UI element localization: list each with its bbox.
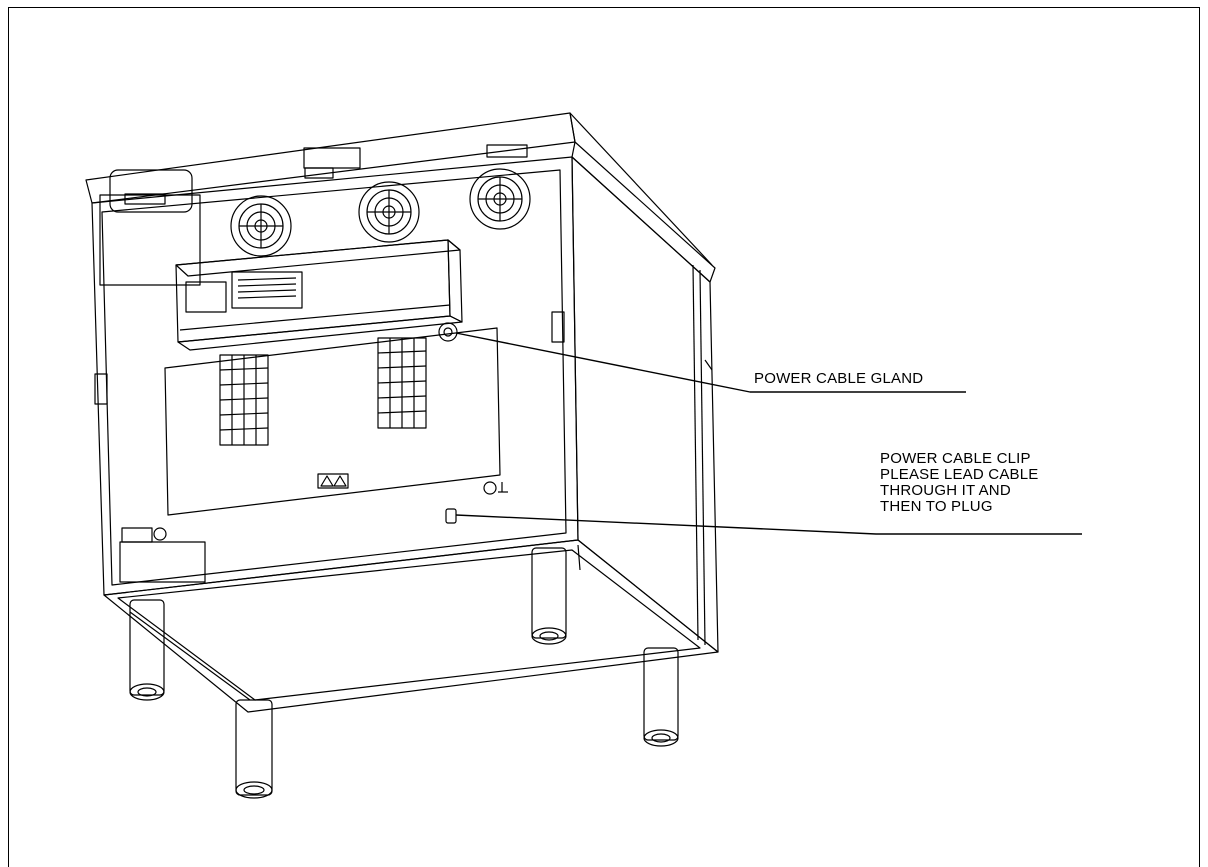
- base-frame: [103, 539, 719, 713]
- callout-clip-line-3: THROUGH IT AND: [880, 482, 1011, 499]
- leader-line-clip: [455, 514, 1082, 535]
- warning-label-icon: [94, 311, 565, 405]
- callout-gland-text: POWER CABLE GLAND: [754, 370, 924, 387]
- callout-clip-line-4: THEN TO PLUG: [880, 498, 993, 515]
- callout-power-cable-clip: POWER CABLE CLIP PLEASE LEAD CABLE THROU…: [880, 451, 1038, 515]
- adjustable-leg-icon: [235, 699, 273, 799]
- vent-panel: [164, 327, 501, 516]
- adjustable-leg-icon: [531, 547, 567, 645]
- adjustable-leg-icon: [643, 647, 679, 747]
- ground-symbol-icon: [483, 481, 508, 495]
- switch-panel: [119, 527, 206, 583]
- callout-clip-line-2: PLEASE LEAD CABLE: [880, 466, 1039, 483]
- power-cable-clip: [445, 508, 457, 524]
- drawing-frame: [8, 7, 1200, 867]
- power-cable-gland: [438, 322, 458, 342]
- warning-label-icon: [317, 473, 349, 489]
- callout-power-cable-gland: POWER CABLE GLAND: [754, 371, 923, 387]
- fan-icon: [358, 181, 420, 243]
- callout-clip-line-1: POWER CABLE CLIP: [880, 450, 1031, 467]
- right-side-panel: [571, 156, 719, 653]
- electrical-box: [175, 239, 463, 351]
- top-cover: [85, 112, 716, 283]
- fan-icon: [230, 195, 292, 257]
- adjustable-leg-icon: [129, 599, 165, 701]
- fan-icon: [469, 168, 531, 230]
- leader-line-gland: [455, 332, 966, 393]
